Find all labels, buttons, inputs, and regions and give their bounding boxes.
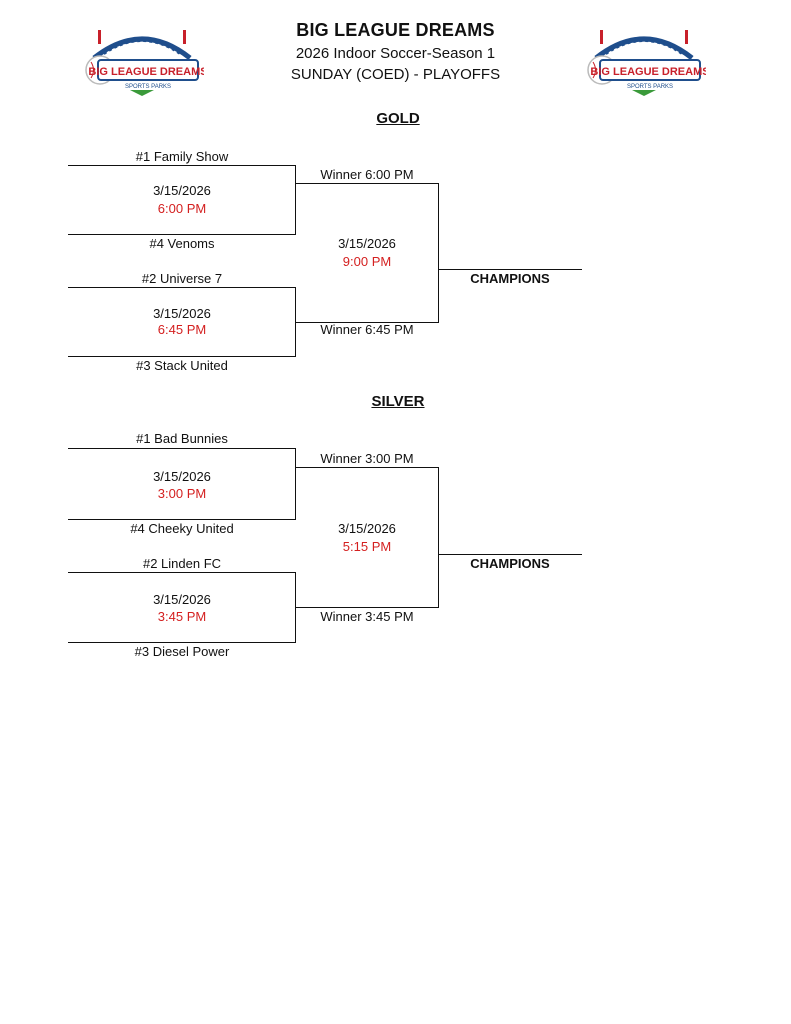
team-seed-3: #3 Stack United [136, 358, 228, 373]
bracket-line [68, 519, 296, 520]
division-subtitle: SUNDAY (COED) - PLAYOFFS [290, 66, 501, 83]
season-subtitle: 2026 Indoor Soccer-Season 1 [295, 45, 496, 62]
game-date: 3/15/2026 [153, 469, 211, 484]
game-date: 3/15/2026 [153, 592, 211, 607]
bracket-line [295, 607, 439, 608]
final-date: 3/15/2026 [338, 521, 396, 536]
bracket-line [68, 165, 296, 166]
final-time: 9:00 PM [342, 254, 392, 269]
bracket-line [68, 356, 296, 357]
team-seed-4: #4 Cheeky United [130, 521, 234, 536]
winner-label: Winner 6:00 PM [320, 167, 414, 182]
svg-text:SPORTS PARKS: SPORTS PARKS [627, 84, 673, 90]
final-time: 5:15 PM [342, 539, 392, 554]
bracket-line [68, 234, 296, 235]
game-time: 6:00 PM [157, 201, 207, 216]
bracket-line [68, 642, 296, 643]
bracket-line [295, 322, 439, 323]
bracket-line [295, 165, 296, 235]
bracket-line [68, 287, 296, 288]
team-seed-1: #1 Bad Bunnies [136, 431, 228, 446]
bracket-line [295, 467, 439, 468]
team-seed-1: #1 Family Show [135, 149, 229, 164]
game-date: 3/15/2026 [153, 183, 211, 198]
winner-label: Winner 3:00 PM [320, 451, 414, 466]
champions-label: CHAMPIONS [470, 271, 550, 286]
team-seed-4: #4 Venoms [149, 236, 215, 251]
silver-section-title: SILVER [371, 393, 425, 410]
final-date: 3/15/2026 [338, 236, 396, 251]
bracket-line [68, 448, 296, 449]
game-time: 6:45 PM [157, 322, 207, 337]
svg-text:BIG LEAGUE DREAMS: BIG LEAGUE DREAMS [88, 66, 204, 78]
bracket-line [438, 269, 582, 270]
winner-label: Winner 6:45 PM [320, 322, 414, 337]
gold-section-title: GOLD [376, 110, 420, 127]
game-time: 3:00 PM [157, 486, 207, 501]
bracket-line [295, 448, 296, 520]
bracket-line [295, 183, 439, 184]
page-title: BIG LEAGUE DREAMS [296, 20, 495, 40]
game-time: 3:45 PM [157, 609, 207, 624]
team-seed-2: #2 Linden FC [142, 556, 222, 571]
game-date: 3/15/2026 [153, 306, 211, 321]
bracket-line [438, 183, 439, 323]
svg-text:BIG LEAGUE DREAMS: BIG LEAGUE DREAMS [590, 66, 706, 78]
bracket-line [438, 467, 439, 608]
team-seed-3: #3 Diesel Power [134, 644, 230, 659]
big-league-dreams-logo-right: BIG LEAGUE DREAMS SPORTS PARKS [587, 30, 706, 96]
big-league-dreams-logo-left: BIG LEAGUE DREAMS SPORTS PARKS [85, 30, 204, 96]
winner-label: Winner 3:45 PM [320, 609, 414, 624]
svg-text:SPORTS PARKS: SPORTS PARKS [125, 84, 171, 90]
champions-label: CHAMPIONS [470, 556, 550, 571]
team-seed-2: #2 Universe 7 [141, 271, 223, 286]
bracket-line [68, 572, 296, 573]
bracket-line [438, 554, 582, 555]
